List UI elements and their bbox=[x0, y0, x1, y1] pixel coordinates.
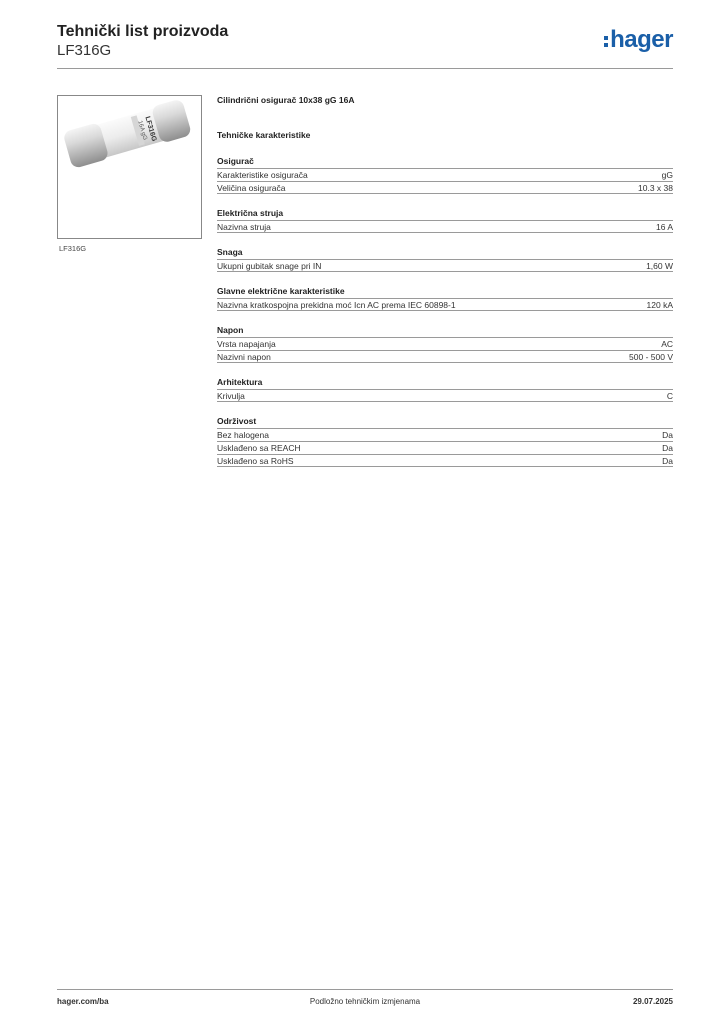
spec-row: Usklađeno sa RoHS Da bbox=[217, 454, 673, 467]
spec-section: Električna struja Nazivna struja 16 A bbox=[217, 208, 673, 233]
spec-row: Nazivna struja 16 A bbox=[217, 220, 673, 233]
hager-logo: hager bbox=[604, 27, 673, 53]
footer-disclaimer: Podložno tehničkim izmjenama bbox=[309, 997, 421, 1006]
spec-label: Usklađeno sa RoHS bbox=[217, 455, 294, 466]
spec-value: gG bbox=[661, 170, 673, 180]
footer-date: 29.07.2025 bbox=[632, 997, 673, 1006]
section-title: Snaga bbox=[217, 247, 243, 257]
section-title: Održivost bbox=[217, 416, 257, 426]
document-subtitle: LF316G bbox=[57, 42, 112, 59]
spec-section: Glavne električne karakteristike Nazivna… bbox=[217, 286, 673, 311]
spec-row: Nazivna kratkospojna prekidna moć Icn AC… bbox=[217, 298, 673, 311]
spec-value: 500 - 500 V bbox=[629, 351, 673, 362]
spec-row: Nazivni napon 500 - 500 V bbox=[217, 350, 673, 363]
spec-value: 16 A bbox=[655, 221, 673, 232]
spec-label: Krivulja bbox=[217, 390, 245, 401]
section-title: Napon bbox=[217, 325, 244, 335]
header-divider bbox=[57, 68, 673, 69]
spec-label: Karakteristike osigurača bbox=[217, 170, 308, 180]
spec-value: AC bbox=[661, 339, 673, 349]
spec-value: Da bbox=[662, 455, 673, 466]
spec-label: Nazivna struja bbox=[217, 221, 271, 232]
fuse-image-icon: LF316G 16A gG bbox=[64, 100, 191, 168]
spec-value: 1,60 W bbox=[646, 260, 673, 271]
spec-label: Veličina osigurača bbox=[217, 182, 286, 193]
photo-caption: LF316G bbox=[59, 244, 87, 253]
spec-label: Nazivna kratkospojna prekidna moć Icn AC… bbox=[217, 299, 456, 310]
document-title: Tehnički list proizvoda bbox=[57, 23, 229, 40]
technical-heading: Tehničke karakteristike bbox=[217, 130, 311, 140]
section-title: Arhitektura bbox=[217, 377, 263, 387]
section-title: Osigurač bbox=[217, 156, 254, 166]
spec-section: Napon Vrsta napajanja AC Nazivni napon 500… bbox=[217, 325, 673, 363]
product-photo: LF316G 16A gG bbox=[57, 95, 202, 239]
spec-row: Ukupni gubitak snage pri IN 1,60 W bbox=[217, 259, 673, 272]
footer-website-link[interactable]: hager.com/ba bbox=[57, 997, 109, 1006]
spec-row: Bez halogena Da bbox=[217, 428, 673, 441]
spec-row: Veličina osigurača 10.3 x 38 bbox=[217, 181, 673, 194]
logo-text: hager bbox=[610, 26, 673, 53]
spec-value: Da bbox=[662, 443, 673, 453]
spec-label: Nazivni napon bbox=[217, 351, 271, 362]
section-title: Električna struja bbox=[217, 208, 284, 218]
footer-divider bbox=[57, 989, 673, 990]
spec-section: Snaga Ukupni gubitak snage pri IN 1,60 W bbox=[217, 247, 673, 272]
spec-content: Cilindrični osigurač 10x38 gG 16A Tehnič… bbox=[217, 95, 673, 467]
spec-row: Vrsta napajanja AC bbox=[217, 337, 673, 350]
spec-value: C bbox=[666, 390, 673, 401]
svg-text:16A gG: 16A gG bbox=[136, 120, 147, 141]
product-name: Cilindrični osigurač 10x38 gG 16A bbox=[217, 95, 355, 105]
spec-value: 120 kA bbox=[646, 299, 673, 310]
spec-section: Osigurač Karakteristike osigurača gG Veli… bbox=[217, 156, 673, 194]
page-header: Tehnički list proizvoda LF316G hager bbox=[57, 22, 673, 70]
spec-row: Karakteristike osigurača gG bbox=[217, 168, 673, 181]
spec-value: 10.3 x 38 bbox=[638, 182, 673, 193]
spec-row: Krivulja C bbox=[217, 389, 673, 402]
spec-label: Ukupni gubitak snage pri IN bbox=[217, 260, 322, 271]
spec-label: Usklađeno sa REACH bbox=[217, 443, 301, 453]
spec-label: Vrsta napajanja bbox=[217, 339, 276, 349]
spec-section: Arhitektura Krivulja C bbox=[217, 377, 673, 402]
spec-row: Usklađeno sa REACH Da bbox=[217, 441, 673, 454]
spec-value: Da bbox=[662, 430, 673, 440]
logo-dots-icon bbox=[604, 36, 609, 47]
spec-label: Bez halogena bbox=[217, 430, 269, 440]
section-title: Glavne električne karakteristike bbox=[217, 286, 345, 296]
